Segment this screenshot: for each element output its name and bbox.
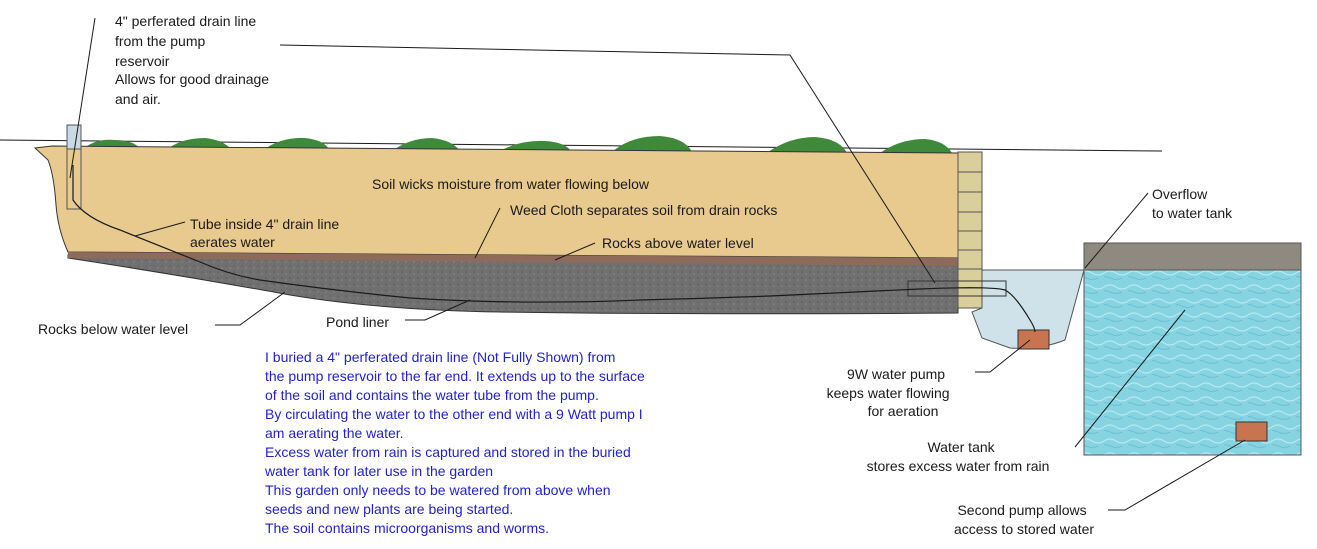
water-tank-lid	[1083, 242, 1302, 271]
rocks-above-water	[68, 252, 958, 266]
tube-label: Tube inside 4" drain line aerates water	[190, 216, 343, 250]
second-pump-label: Second pump allows access to stored wate…	[954, 502, 1094, 537]
tank-label: Water tank stores excess water from rain	[867, 439, 1050, 474]
water-tank	[1083, 269, 1302, 456]
aeration-tube	[72, 165, 1036, 333]
leader-lines	[69, 17, 1246, 511]
pump-label: 9W water pump keeps water flowing for ae…	[827, 366, 954, 419]
soil-layer	[33, 145, 959, 259]
overflow-label: Overflow to water tank	[1152, 186, 1233, 221]
drain-pipe-outlet	[907, 280, 1007, 297]
retaining-wall	[957, 151, 983, 309]
vertical-drain-pipe-top	[66, 124, 82, 150]
weed-cloth-label: Weed Cloth separates soil from drain roc…	[510, 202, 777, 218]
rocks-above-label: Rocks above water level	[602, 235, 754, 251]
pond-liner-label: Pond liner	[326, 314, 389, 330]
soil-label: Soil wicks moisture from water flowing b…	[372, 176, 650, 192]
second-pump	[1235, 421, 1268, 442]
vertical-drain-pipe	[66, 148, 82, 210]
rocks-below-label: Rocks below water level	[38, 321, 188, 337]
notes-text: I buried a 4" perferated drain line (Not…	[264, 349, 649, 536]
rocks-below-water	[67, 254, 959, 315]
water-pump-9w	[1017, 329, 1050, 350]
drain-line-label: 4" perferated drain line from the pump r…	[115, 13, 273, 107]
